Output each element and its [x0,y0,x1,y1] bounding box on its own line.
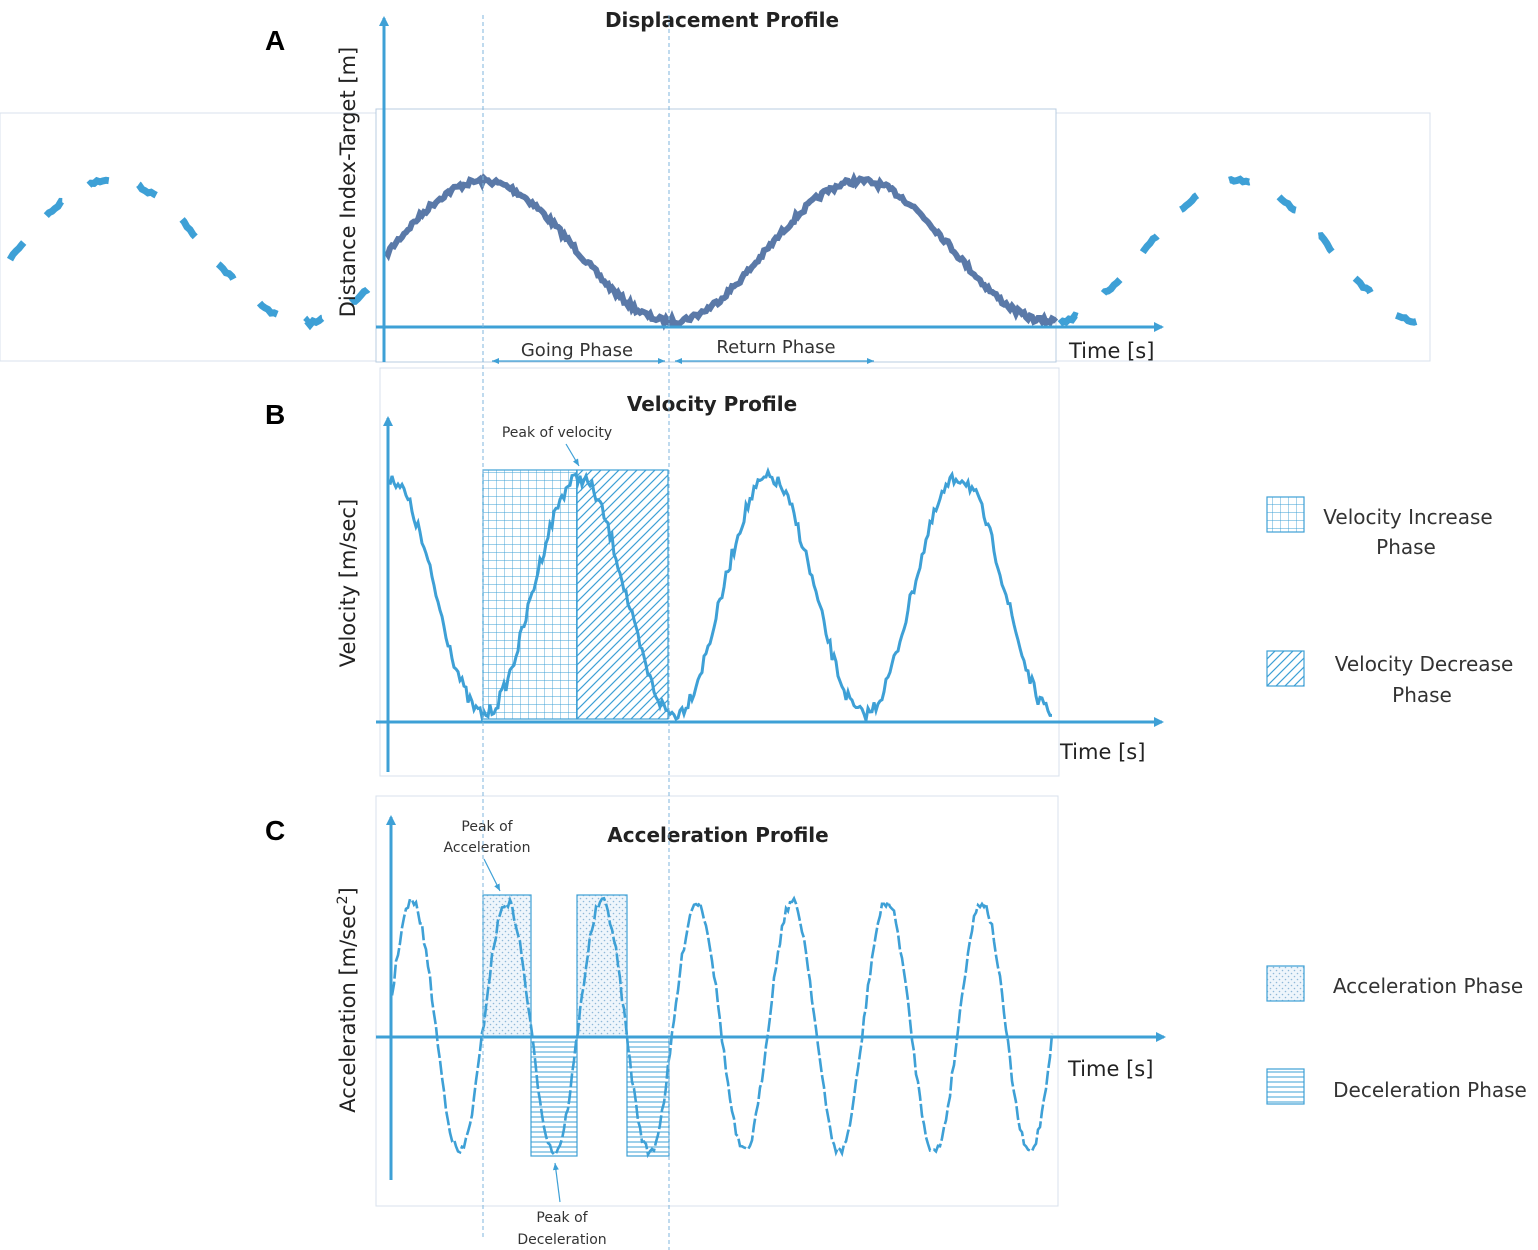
legend-velocity-increase-swatch [1266,496,1305,533]
panel-a-x-label: Time [s] [1068,339,1154,363]
displacement-curve [383,171,1059,331]
peak-acceleration-label: Peak of [461,819,513,835]
peak-deceleration-label: Peak of [536,1210,588,1226]
going-phase-label: Going Phase [521,340,633,361]
panel-b-letter: B [265,399,285,430]
panel-b: B Velocity Profile Velocity [m/sec] Time… [265,367,1514,777]
panel-c-y-label-main: Acceleration [m/sec [336,904,360,1112]
velocity-curve [388,466,1052,724]
peak-acceleration-pointer [483,858,501,892]
panel-b-frame [379,367,1060,777]
panel-a-letter: A [265,25,285,56]
peak-velocity-pointer [565,443,580,467]
panel-c: C Acceleration Profile Acceleration [m/s… [265,795,1527,1248]
peak-acceleration-label-line2: Acceleration [444,840,531,856]
legend-deceleration-label: Deceleration Phase [1333,1078,1527,1102]
peak-velocity-label: Peak of velocity [502,425,612,441]
panel-c-frame [375,795,1059,1207]
panel-b-y-label: Velocity [m/sec] [336,499,360,667]
panel-c-letter: C [265,815,285,846]
legend-acceleration-swatch [1266,965,1305,1002]
panel-c-title: Acceleration Profile [607,823,828,847]
panel-c-y-label: Acceleration [m/sec2] [335,887,360,1112]
legend-velocity-decrease-swatch [1266,650,1305,687]
legend-deceleration-swatch [1266,1068,1305,1105]
legend-velocity-decrease-label-line2: Phase [1392,683,1452,707]
panel-c-y-label-sup: 2 [335,895,351,904]
acceleration-region-2 [576,894,628,1038]
displacement-curve-left [6,173,382,331]
panel-c-x-label: Time [s] [1067,1057,1153,1081]
panel-b-title: Velocity Profile [627,392,797,416]
velocity-decrease-region [576,469,669,720]
panel-c-y-label-end: ] [336,887,360,895]
legend-velocity-increase-label: Velocity Increase [1323,505,1492,529]
peak-deceleration-label-line2: Deceleration [517,1232,606,1248]
displacement-curve-right [1057,175,1424,330]
panel-a-title: Displacement Profile [605,8,839,32]
legend-acceleration-label: Acceleration Phase [1333,974,1523,998]
panel-b-x-label: Time [s] [1059,740,1145,764]
panel-a-inner-frame [375,108,1057,363]
panel-a-y-label: Distance Index-Target [m] [336,47,360,317]
panel-a: A Displacement Profile Distance Index-Ta… [0,8,1431,364]
legend-velocity-decrease-label: Velocity Decrease [1335,652,1514,676]
acceleration-curve [390,895,1054,1159]
legend-velocity-increase-label-line2: Phase [1376,535,1436,559]
return-phase-label: Return Phase [716,337,835,358]
peak-deceleration-pointer [552,1162,561,1203]
deceleration-region-2 [626,1036,670,1157]
